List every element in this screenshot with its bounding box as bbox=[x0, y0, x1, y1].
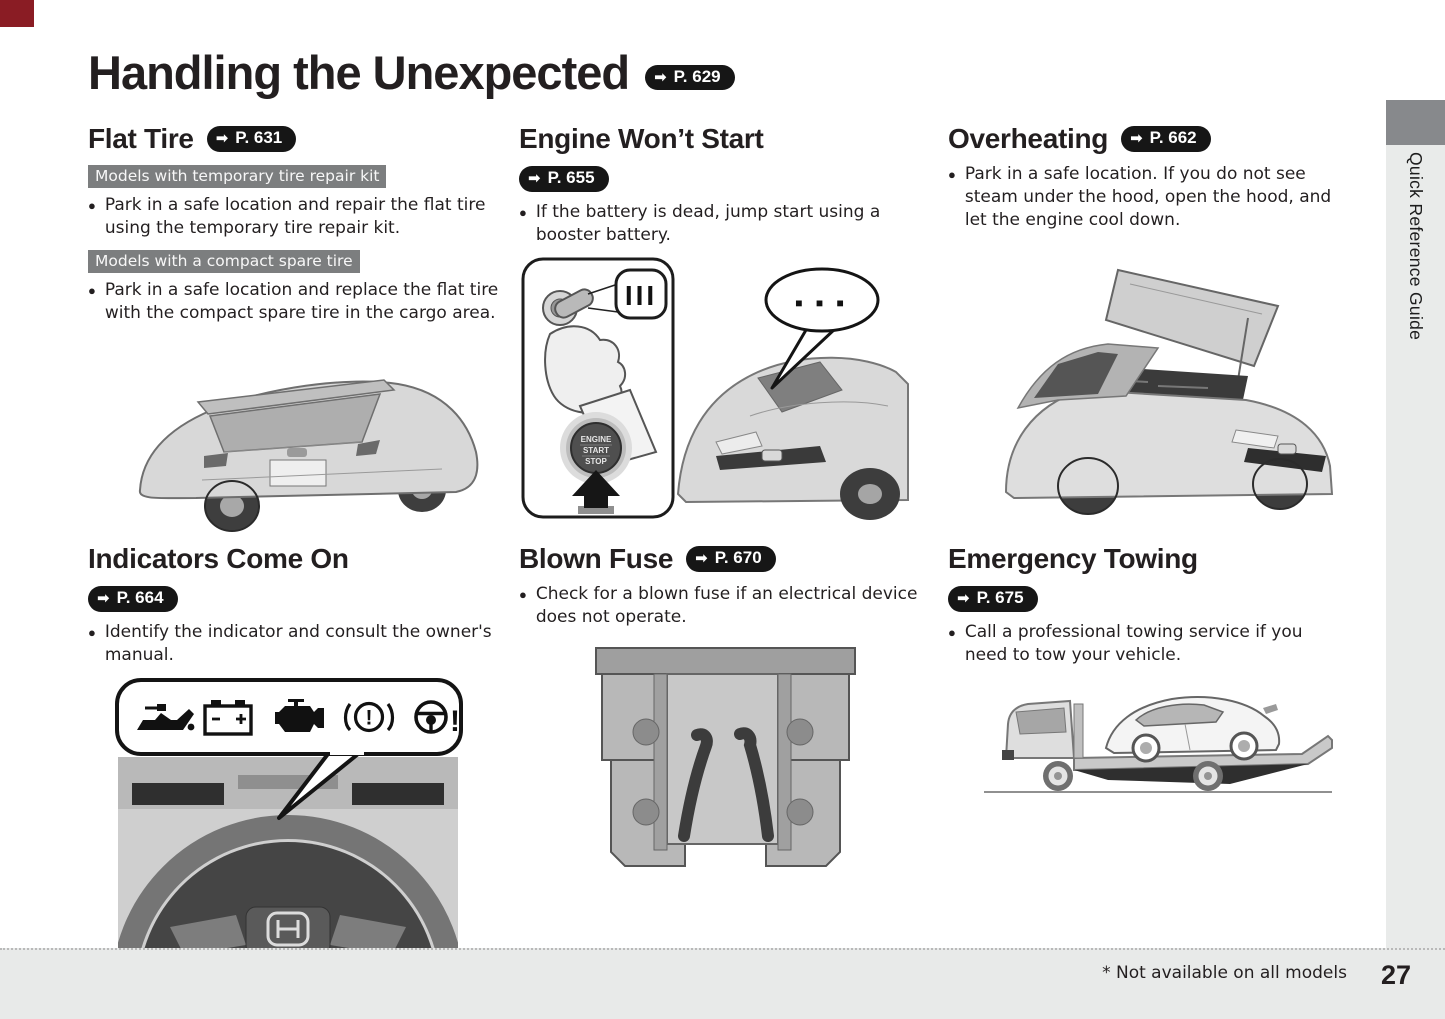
chapter-color-marker bbox=[0, 0, 34, 27]
section-title: Overheating bbox=[948, 123, 1109, 154]
arrow-right-icon: ➡ bbox=[654, 67, 667, 86]
arrow-right-icon: ➡ bbox=[1130, 129, 1143, 148]
hand-illustration bbox=[544, 325, 626, 414]
ignition-position-bubble: III bbox=[625, 280, 657, 311]
open-hood bbox=[1104, 268, 1280, 368]
page-ref-badge-664[interactable]: ➡ P. 664 bbox=[88, 586, 178, 612]
page-footer: * Not available on all models 27 bbox=[0, 948, 1445, 1019]
section-title: Emergency Towing bbox=[948, 543, 1198, 574]
oil-pressure-icon bbox=[137, 704, 195, 731]
broken-element bbox=[678, 728, 713, 842]
svg-text:ENGINE: ENGINE bbox=[581, 435, 612, 444]
bullet-icon: ● bbox=[88, 198, 96, 214]
bullet-item: ● Park in a safe location and repair the… bbox=[88, 195, 486, 239]
electric-power-steering-icon: ! bbox=[414, 700, 460, 738]
sidebar-strip bbox=[1386, 100, 1445, 1019]
svg-text:START: START bbox=[583, 446, 609, 455]
brake-system-icon: ! bbox=[343, 701, 395, 733]
model-variant-label: Models with a compact spare tire bbox=[88, 250, 360, 274]
bullet-icon: ● bbox=[948, 167, 956, 183]
key-fob-icon bbox=[554, 288, 594, 319]
engine-start-illustration: ■ ■ ■ III ENGINE START STOP bbox=[521, 257, 909, 520]
ignition-panel: III ENGINE START STOP bbox=[521, 257, 675, 519]
arrow-right-icon: ➡ bbox=[97, 589, 110, 608]
page-ref-badge-629[interactable]: ➡ P. 629 bbox=[645, 64, 735, 91]
page-title-row: Handling the Unexpected ➡ P. 629 bbox=[88, 48, 735, 97]
chapter-tab-label-wrap: Quick Reference Guide bbox=[1386, 152, 1445, 432]
car-front bbox=[676, 356, 909, 520]
page-ref-badge-662[interactable]: ➡ P. 662 bbox=[1121, 126, 1211, 152]
arrow-right-icon: ➡ bbox=[215, 129, 229, 148]
page-ref-badge-655[interactable]: ➡ P. 655 bbox=[519, 166, 609, 192]
arrow-right-icon: ➡ bbox=[528, 169, 541, 188]
press-arrow-icon bbox=[572, 470, 620, 508]
svg-text:!: ! bbox=[366, 707, 373, 730]
warning-indicators-bubble: ! ! bbox=[115, 678, 463, 820]
section-flat-tire: Flat Tire ➡ P. 631 Models with temporary… bbox=[88, 123, 500, 325]
tow-truck-illustration bbox=[984, 696, 1333, 793]
section-title: Blown Fuse bbox=[519, 543, 674, 574]
check-engine-icon bbox=[275, 699, 324, 732]
svg-text:!: ! bbox=[450, 705, 460, 738]
section-engine-wont-start: Engine Won’t Start ➡ P. 655 ● If the bat… bbox=[519, 123, 919, 247]
bullet-item: ● Call a professional towing service if … bbox=[948, 621, 1303, 665]
bullet-icon: ● bbox=[88, 283, 96, 299]
chapter-tab[interactable] bbox=[1386, 100, 1445, 145]
model-variant-label: Models with temporary tire repair kit bbox=[88, 165, 387, 189]
page-ref-badge-631[interactable]: ➡ P. 631 bbox=[206, 126, 297, 152]
bullet-item: ● Check for a blown fuse if an electrica… bbox=[519, 584, 918, 628]
bullet-icon: ● bbox=[519, 587, 527, 603]
svg-text:STOP: STOP bbox=[585, 457, 607, 466]
page-ref-badge-675[interactable]: ➡ P. 675 bbox=[948, 586, 1038, 612]
steering-wheel-illustration bbox=[118, 757, 458, 948]
bullet-icon: ● bbox=[519, 204, 527, 220]
arrow-right-icon: ➡ bbox=[695, 549, 708, 568]
bullet-item: ● If the battery is dead, jump start usi… bbox=[519, 201, 881, 245]
blown-fuse-illustration bbox=[595, 647, 856, 867]
section-indicators-come-on: Indicators Come On ➡ P. 664 ● Identify t… bbox=[88, 543, 500, 667]
h-logo-icon bbox=[266, 911, 310, 947]
no-start-speech-bubble: ■ ■ ■ bbox=[764, 267, 880, 390]
page-number: 27 bbox=[1380, 960, 1411, 990]
bullet-item: ● Park in a safe location and replace th… bbox=[88, 280, 499, 324]
section-blown-fuse: Blown Fuse ➡ P. 670 ● Check for a blown … bbox=[519, 543, 919, 629]
section-title: Flat Tire bbox=[88, 123, 194, 154]
bullet-icon: ● bbox=[948, 624, 956, 640]
section-title: Engine Won’t Start bbox=[519, 123, 764, 154]
open-hood-car-illustration bbox=[1004, 268, 1334, 515]
section-emergency-towing: Emergency Towing ➡ P. 675 ● Call a profe… bbox=[948, 543, 1346, 667]
bullet-item: ● Park in a safe location. If you do not… bbox=[948, 164, 1332, 231]
section-title: Indicators Come On bbox=[88, 543, 349, 574]
footer-note: * Not available on all models bbox=[1102, 963, 1347, 983]
bullet-item: ● Identify the indicator and consult the… bbox=[88, 621, 492, 665]
hatchback-rear-illustration bbox=[138, 379, 479, 532]
page-title: Handling the Unexpected bbox=[88, 46, 630, 99]
section-overheating: Overheating ➡ P. 662 ● Park in a safe lo… bbox=[948, 123, 1346, 232]
page-ref-badge-670[interactable]: ➡ P. 670 bbox=[686, 546, 776, 572]
arrow-right-icon: ➡ bbox=[957, 589, 970, 608]
broken-element bbox=[734, 727, 774, 842]
chapter-tab-label: Quick Reference Guide bbox=[1406, 152, 1426, 341]
charging-system-icon bbox=[203, 700, 253, 736]
towed-car bbox=[1104, 696, 1281, 763]
svg-text:■ ■ ■: ■ ■ ■ bbox=[795, 296, 848, 310]
bullet-icon: ● bbox=[88, 624, 96, 640]
